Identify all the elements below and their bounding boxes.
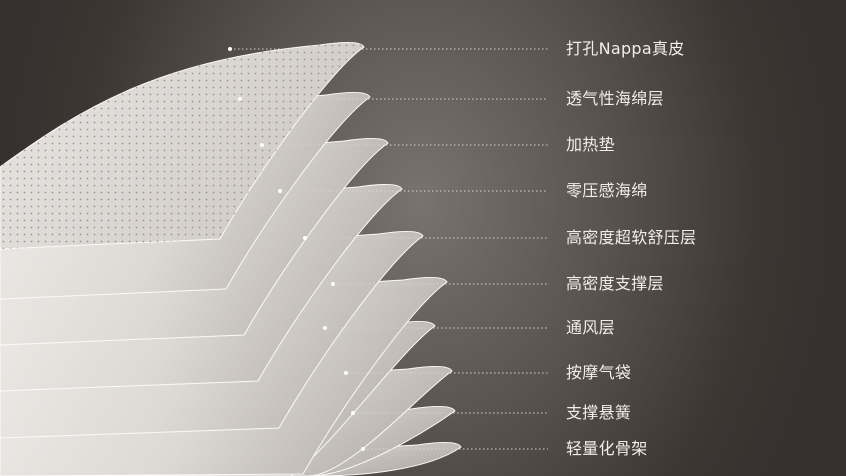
leader-dot <box>228 47 232 51</box>
leader-dot <box>260 143 264 147</box>
layer-label: 加热垫 <box>566 135 615 154</box>
layer-label: 轻量化骨架 <box>566 439 648 458</box>
leader-dot <box>238 97 242 101</box>
leader-dot <box>351 411 355 415</box>
leader-dot <box>331 282 335 286</box>
leader-dot <box>278 189 282 193</box>
layer-label: 按摩气袋 <box>566 363 632 382</box>
layer-label: 高密度支撑层 <box>566 274 664 293</box>
perforation-pattern <box>0 42 364 249</box>
layer-label: 零压感海绵 <box>566 181 648 200</box>
leader-dot <box>344 371 348 375</box>
leader-dot <box>323 326 327 330</box>
layer-label: 打孔Nappa真皮 <box>566 39 685 58</box>
layer-label: 通风层 <box>566 318 615 337</box>
layer-label: 支撑悬簧 <box>566 403 632 422</box>
layer-label: 透气性海绵层 <box>566 89 664 108</box>
leader-dot <box>361 447 365 451</box>
layer-label: 高密度超软舒压层 <box>566 228 697 247</box>
leader-dot <box>303 236 307 240</box>
